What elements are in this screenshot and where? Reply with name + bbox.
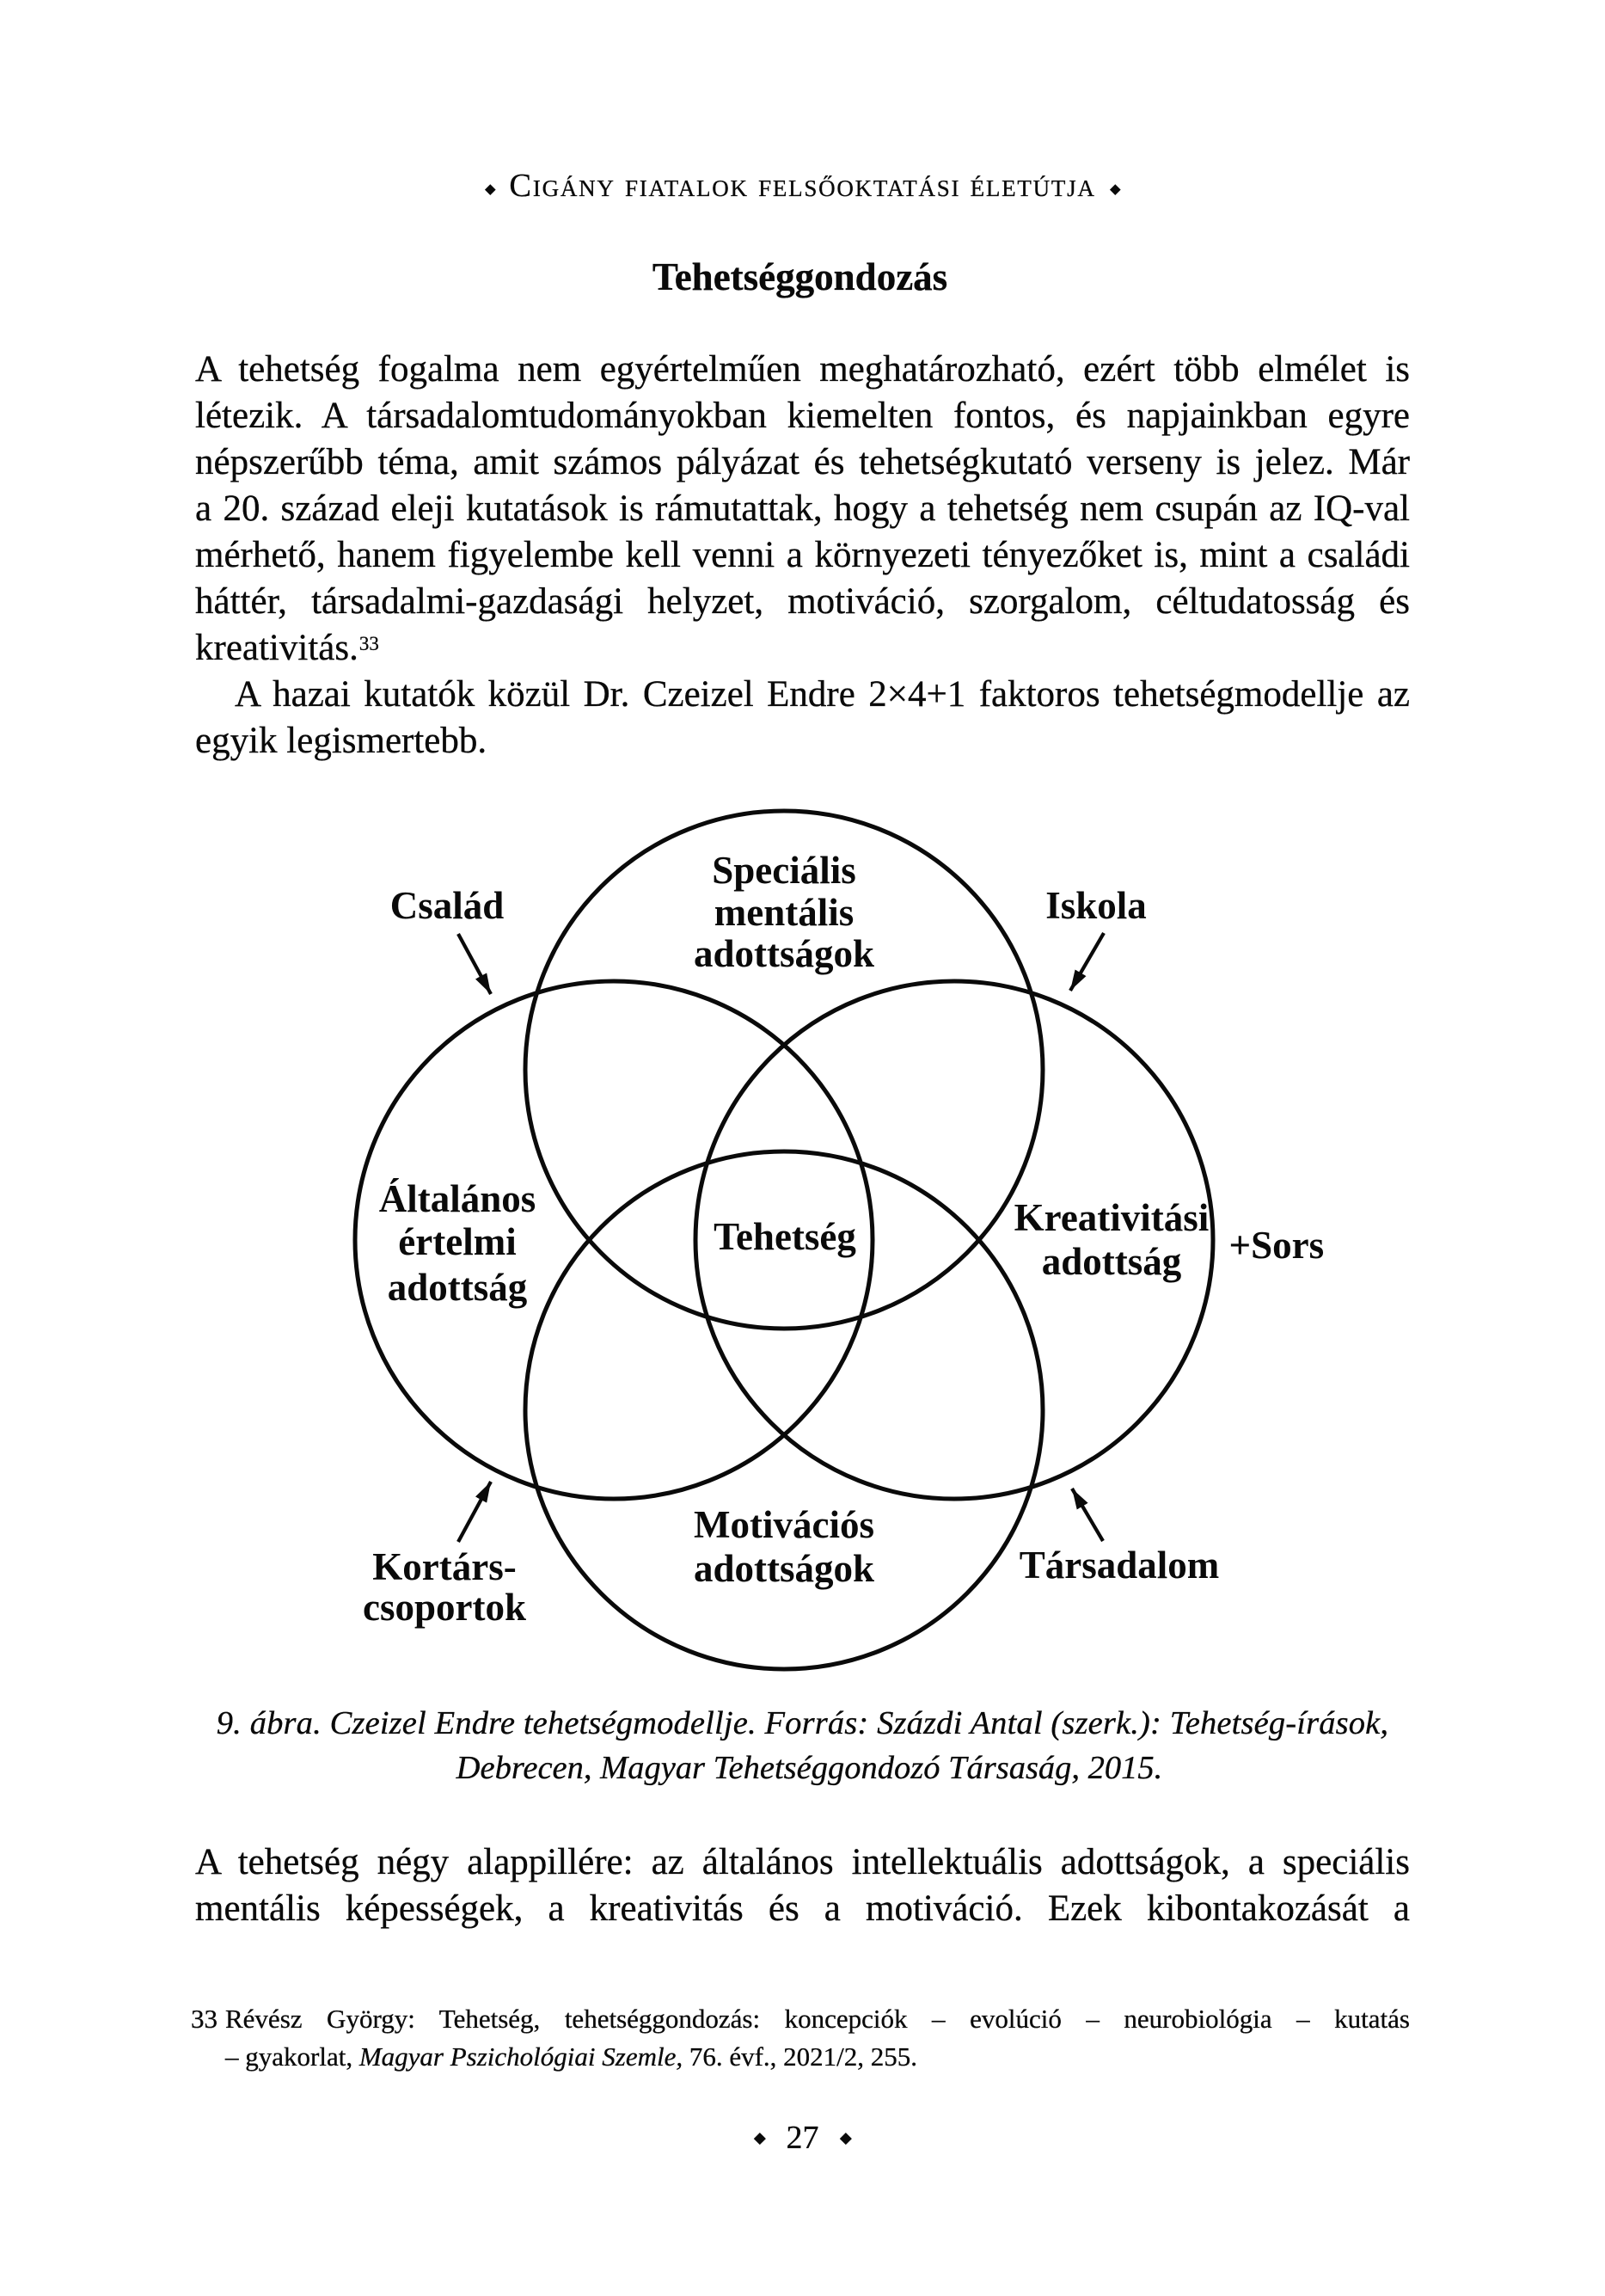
svg-text:Társadalom: Társadalom — [1020, 1544, 1220, 1587]
svg-text:adottság: adottság — [388, 1266, 528, 1309]
svg-text:Általános: Általános — [379, 1177, 536, 1220]
svg-text:adottság: adottság — [1042, 1240, 1182, 1283]
svg-text:+Sors: +Sors — [1229, 1224, 1325, 1267]
svg-text:mentális: mentális — [714, 891, 855, 934]
svg-text:csoportok: csoportok — [363, 1586, 526, 1629]
svg-text:Iskola: Iskola — [1045, 884, 1147, 927]
svg-text:adottságok: adottságok — [694, 1547, 874, 1590]
svg-text:Motivációs: Motivációs — [694, 1503, 874, 1546]
svg-text:Tehetség: Tehetség — [714, 1215, 856, 1258]
svg-text:értelmi: értelmi — [398, 1220, 516, 1263]
svg-text:Speciális: Speciális — [712, 849, 856, 892]
svg-text:Kortárs-: Kortárs- — [372, 1545, 516, 1588]
svg-text:adottságok: adottságok — [694, 932, 874, 975]
svg-text:Család: Család — [390, 884, 505, 927]
svg-text:Kreativitási: Kreativitási — [1014, 1196, 1210, 1239]
